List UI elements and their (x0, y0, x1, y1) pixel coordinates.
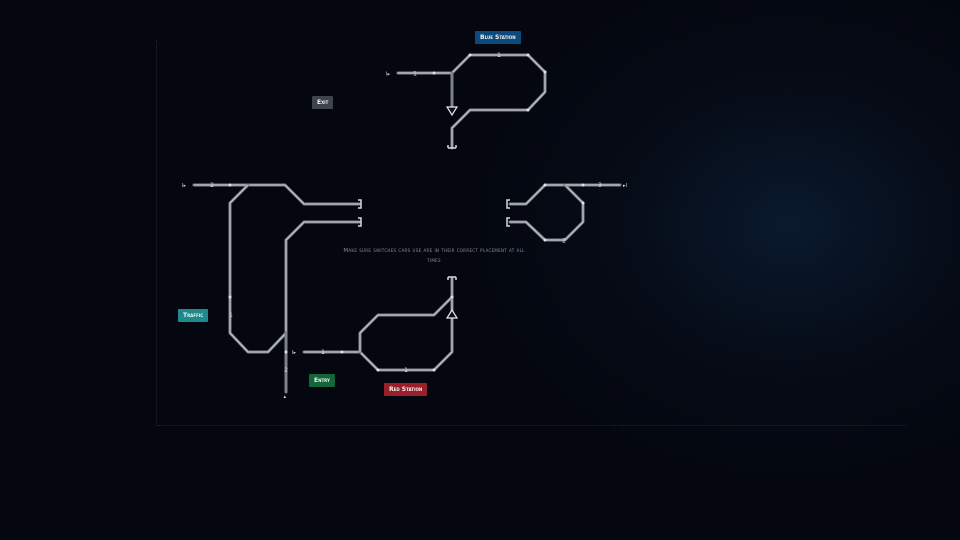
track-number: 1 (321, 349, 325, 356)
spawn-marker-icon: I▸ (182, 183, 186, 189)
play-area-border-left (156, 40, 157, 426)
track-number: 1 (497, 52, 501, 59)
buffer-stop-icon (447, 145, 457, 149)
spawn-marker-icon: ▴ (284, 394, 287, 400)
buffer-stop-icon (358, 199, 362, 209)
switch-triangle-icon[interactable] (445, 308, 459, 319)
track-number: 1 (404, 367, 408, 374)
spawn-marker-icon: I▸ (386, 72, 390, 78)
buffer-stop-icon (506, 217, 510, 227)
buffer-stop-icon (506, 199, 510, 209)
blue-station-track: I▸ 1 1 (386, 52, 547, 150)
entry-label: Entry (309, 374, 335, 387)
red-station-track: I▸ 1 1 (292, 276, 459, 374)
traffic-label: Traffic (178, 309, 209, 322)
track-number: 2 (210, 182, 214, 189)
hint-text: Make sure switches cars use are in their… (343, 248, 525, 264)
track-number: 2 (284, 367, 288, 374)
red-station-label: Red Station (384, 383, 428, 396)
track-number: 2 (562, 238, 566, 245)
track-number: 1 (413, 71, 417, 78)
play-area-border-bottom (156, 425, 906, 426)
exit-marker-icon: ▸I (623, 183, 627, 189)
blue-station-label: Blue Station (475, 31, 521, 44)
buffer-stop-icon (358, 217, 362, 227)
track-number: 1 (229, 312, 233, 319)
spawn-marker-icon: I▸ (292, 350, 296, 356)
traffic-loop-track: I▸ 2 1 2 ▴ (182, 182, 362, 400)
switch-triangle-icon[interactable] (445, 106, 459, 117)
track-number: 3 (598, 182, 602, 189)
exit-label: Exit (312, 96, 334, 109)
right-loop-track: 3 2 ▸I (506, 182, 627, 245)
buffer-stop-icon (447, 276, 457, 280)
